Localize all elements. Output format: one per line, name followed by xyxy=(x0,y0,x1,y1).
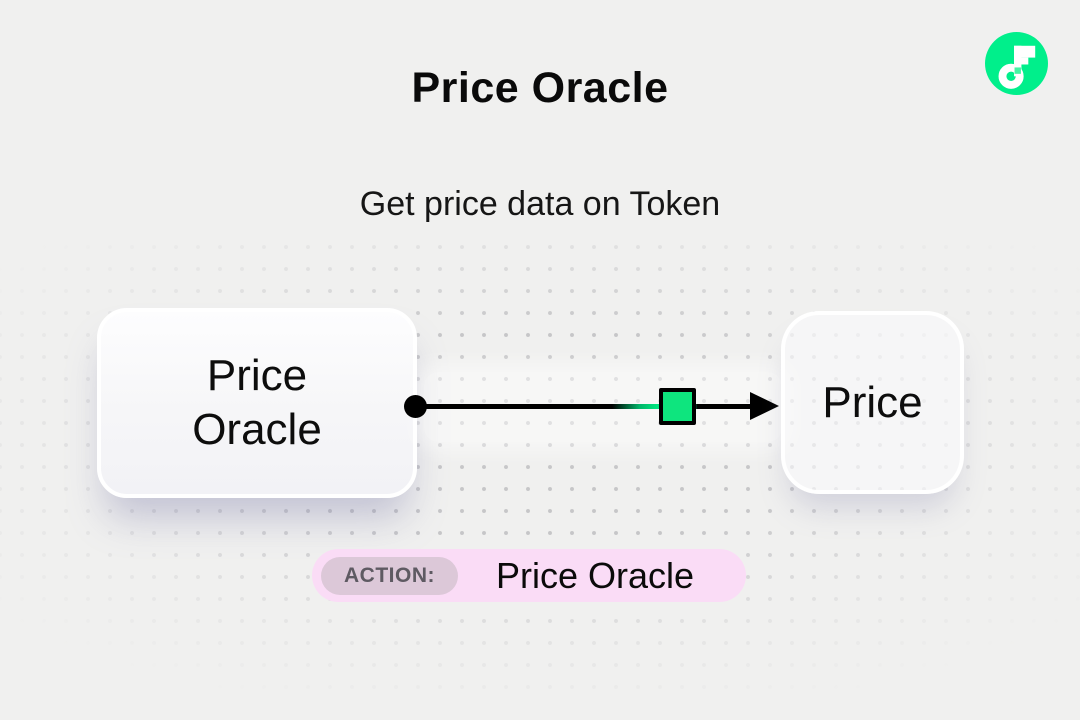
connector-arrowhead-icon xyxy=(750,392,779,420)
node-price-label: Price xyxy=(822,377,923,427)
page-title: Price Oracle xyxy=(411,64,669,112)
node-price: Price xyxy=(781,311,964,494)
action-badge: ACTION: Price Oracle xyxy=(312,549,746,602)
connector-start-dot xyxy=(404,395,427,418)
connector-line xyxy=(415,404,755,409)
connector-action-marker xyxy=(659,388,696,425)
action-badge-value: Price Oracle xyxy=(495,554,695,596)
page-subtitle: Get price data on Token xyxy=(359,185,721,223)
node-price-oracle: Price Oracle xyxy=(97,308,417,498)
action-badge-label: ACTION: xyxy=(321,556,458,595)
node-price-oracle-label: Price Oracle xyxy=(192,351,322,454)
flow-logo-icon xyxy=(985,32,1048,95)
